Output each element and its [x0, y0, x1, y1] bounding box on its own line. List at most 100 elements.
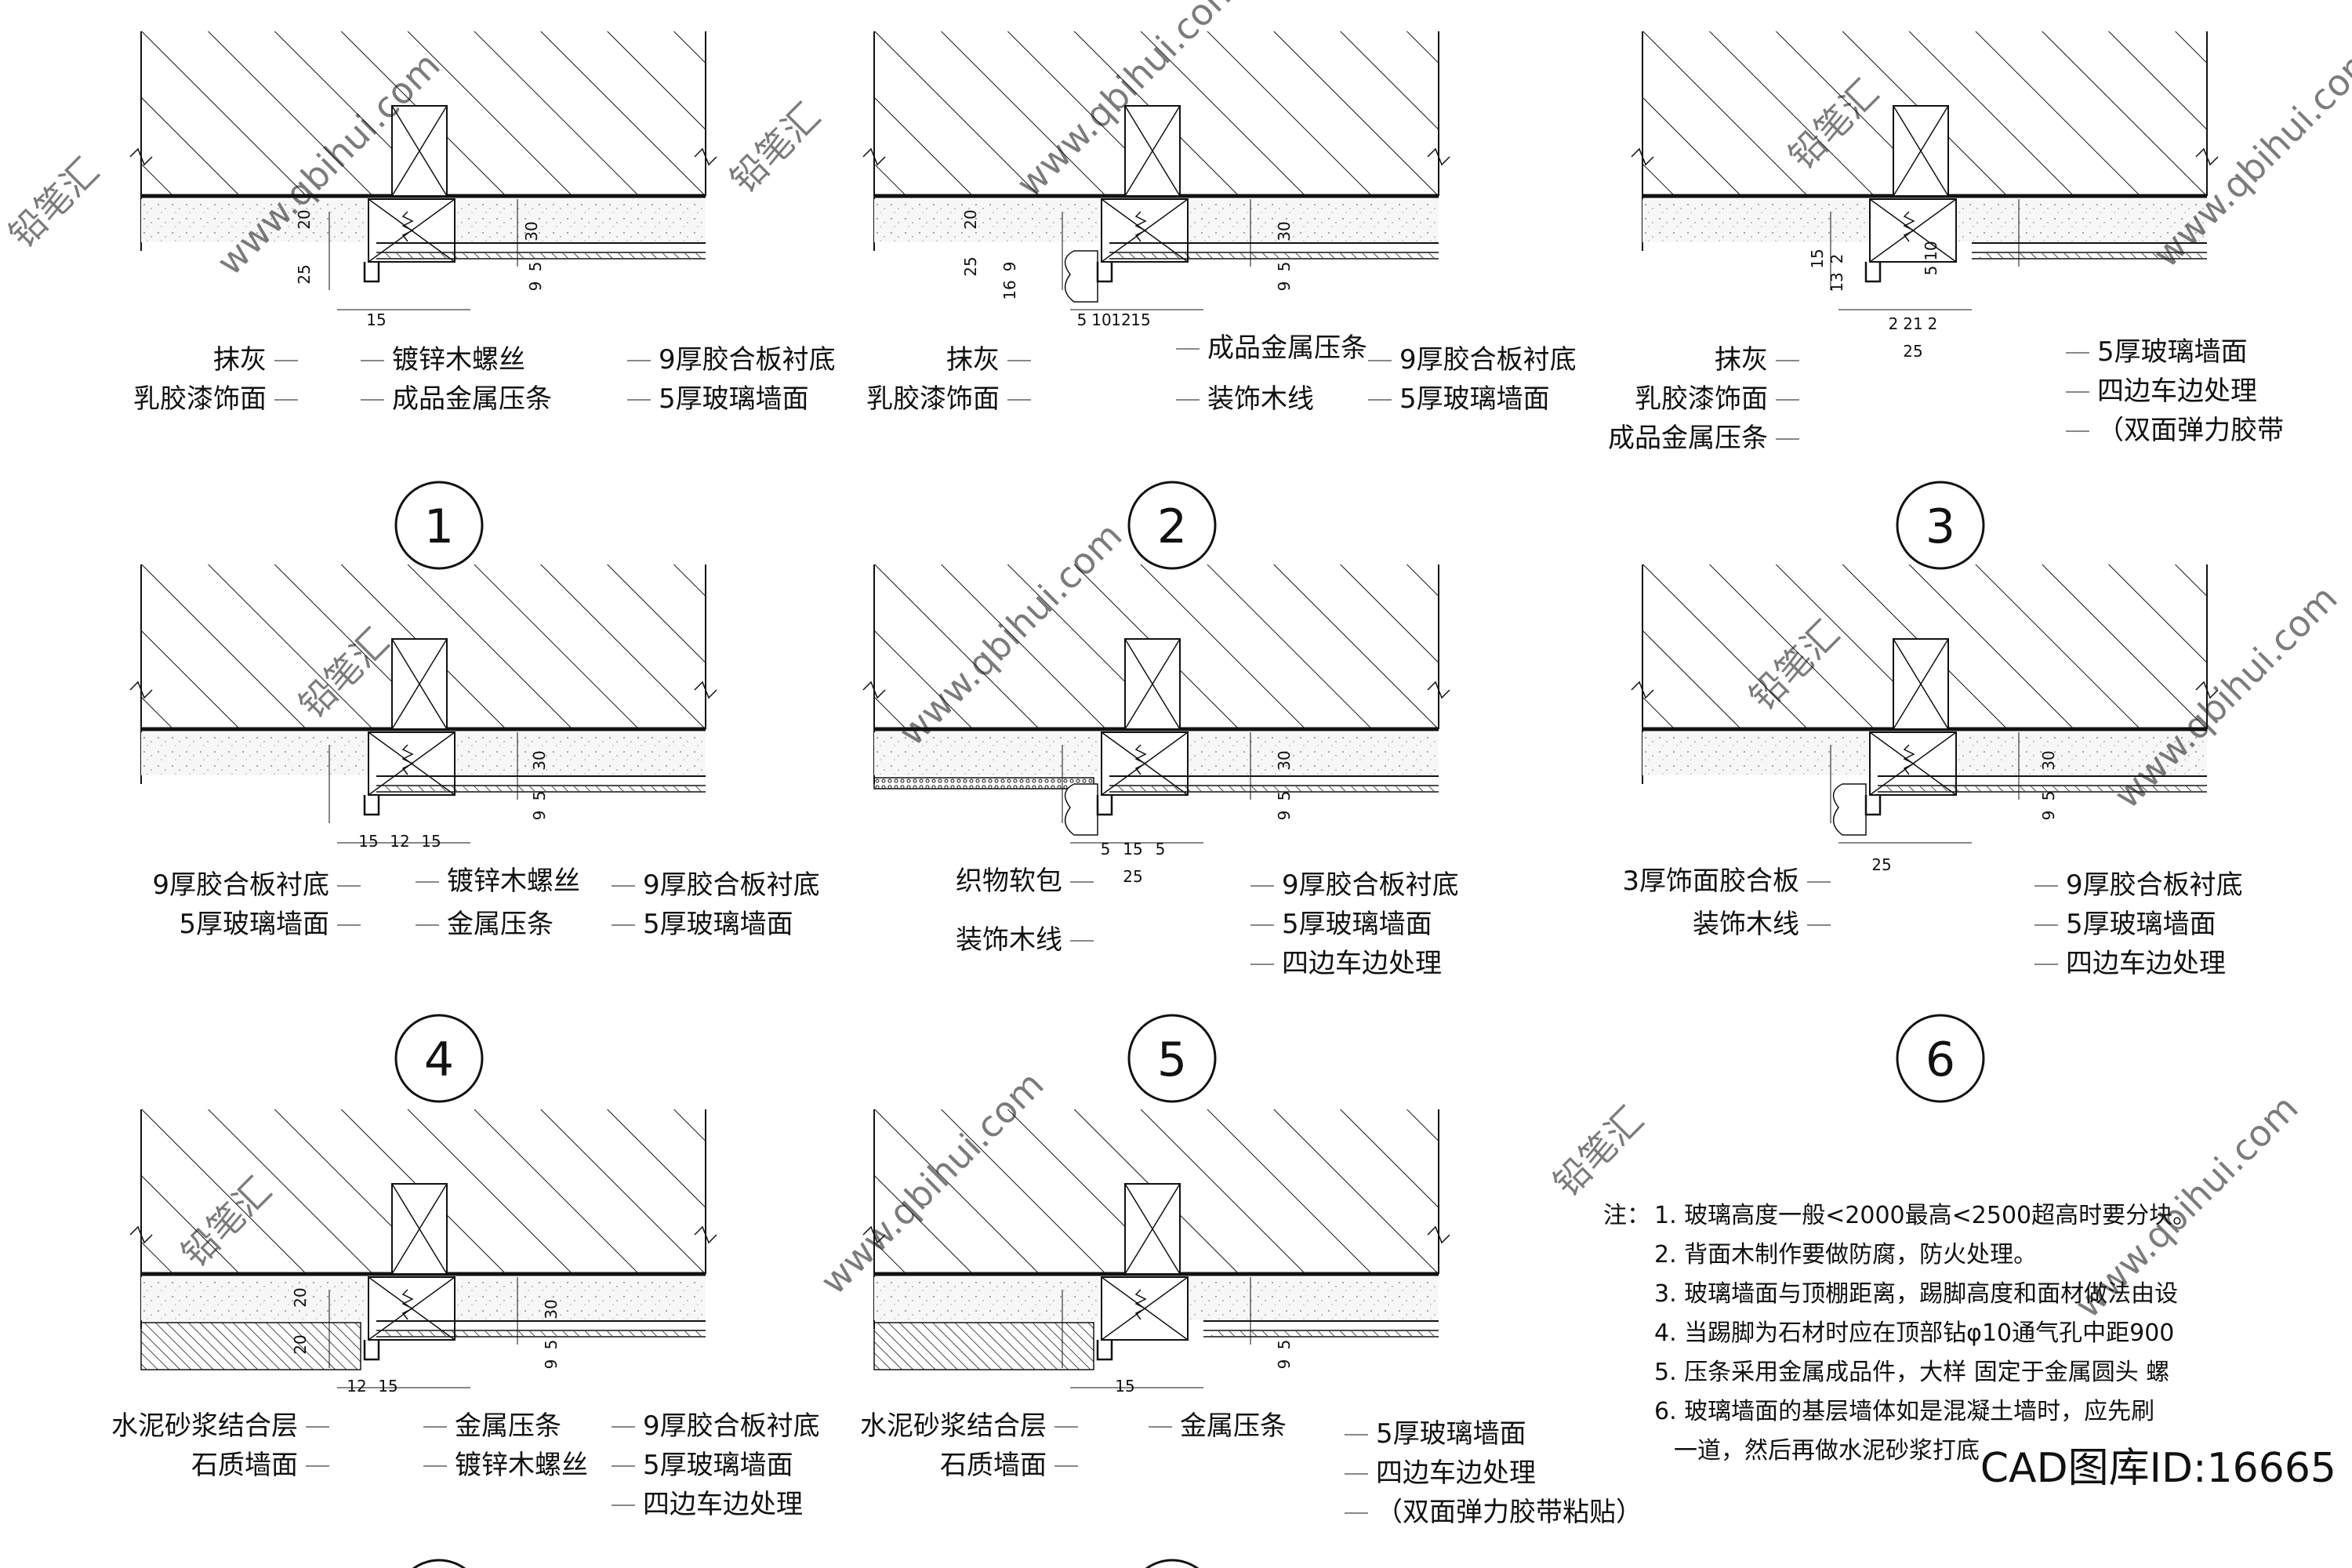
dimension-value: 12	[347, 1377, 366, 1396]
dimension-value: 30	[2039, 750, 2058, 770]
dimension-value: 30	[1275, 750, 1294, 770]
line	[391, 105, 448, 197]
note-item: 1. 玻璃高度一般<2000最高<2500超高时要分块。	[1654, 1202, 2196, 1229]
decorative-wood-trim	[1064, 783, 1098, 836]
dimension-value: 2	[1828, 254, 1846, 264]
callout-label: 9厚胶合板衬底	[659, 344, 836, 376]
screw-icon	[401, 1289, 414, 1320]
callout-label: 金属压条	[455, 1410, 561, 1442]
line	[391, 638, 448, 730]
dimension-value: 30	[530, 750, 549, 770]
screw-icon	[401, 744, 414, 775]
line	[1124, 638, 1181, 730]
dimension-value: 25	[295, 264, 314, 284]
detail-number: 2	[1157, 499, 1187, 554]
callout-label: 9厚胶合板衬底	[643, 869, 820, 901]
break-mark	[1631, 681, 1654, 699]
dimension-value: 9	[1000, 262, 1019, 272]
glass-layer	[384, 786, 706, 791]
dimension-value: 12	[1111, 310, 1131, 329]
callout-label: 9厚胶合板衬底	[1282, 869, 1459, 901]
break-mark	[2195, 147, 2219, 166]
callout-label: 镀锌木螺丝	[455, 1450, 588, 1481]
dimension-value: 15	[1123, 840, 1142, 858]
metal-strip	[1096, 795, 1113, 816]
dimension-value: 5	[542, 1340, 561, 1350]
callout-label: 四边车边处理	[1282, 948, 1442, 979]
break-mark	[862, 147, 886, 166]
callout-label: 5厚玻璃墙面	[2066, 909, 2216, 940]
dimension-value: 5	[1275, 262, 1294, 272]
detail-1: 2025305915抹灰乳胶漆饰面镀锌木螺丝成品金属压条9厚胶合板衬底5厚玻璃墙…	[129, 31, 836, 570]
break-mark	[1427, 681, 1450, 699]
dimension-value: 5	[2039, 791, 2058, 801]
callout-label: （双面弹力胶带	[2097, 415, 2284, 446]
callout-label: 装饰木线	[1207, 383, 1314, 415]
dimension-value: 5	[1101, 840, 1111, 858]
dimension-value: 30	[542, 1299, 561, 1319]
detail-number: 1	[424, 499, 454, 554]
dimension-value: 15	[1115, 1377, 1134, 1396]
dimension-value: 9	[1275, 281, 1294, 292]
metal-strip	[1096, 1340, 1113, 1361]
callout-label: 5厚玻璃墙面	[2097, 336, 2248, 368]
dimension-value: 5	[530, 791, 549, 801]
callout-label: 5厚玻璃墙面	[1399, 383, 1550, 415]
dimension-value: 9	[530, 811, 549, 821]
break-mark	[129, 1225, 153, 1244]
watermark-text: 铅笔汇	[722, 95, 829, 201]
callout-label: 抹灰	[1715, 344, 1768, 376]
screw-icon	[1903, 744, 1915, 775]
dimension-value: 15	[358, 832, 378, 851]
note-item: 4. 当踢脚为石材时应在顶部钻φ10通气孔中距900	[1654, 1319, 2174, 1347]
callout-label: 9厚胶合板衬底	[152, 869, 329, 901]
break-mark	[129, 147, 153, 166]
watermark-text: 铅笔汇	[1545, 1098, 1652, 1205]
callout-label: 9厚胶合板衬底	[2066, 869, 2243, 901]
screw-icon	[401, 211, 414, 242]
dimension-value: 25	[1903, 342, 1922, 361]
callout-label: 9厚胶合板衬底	[643, 1410, 820, 1442]
note-item: 5. 压条采用金属成品件，大样 固定于金属圆头 螺	[1654, 1359, 2169, 1386]
dimension-value: 15	[421, 832, 441, 851]
callout-label: 5厚玻璃墙面	[1376, 1418, 1526, 1450]
dimension-value: 25	[1871, 855, 1891, 874]
dimension-value: 5	[1077, 310, 1087, 329]
dimension-value: 15	[378, 1377, 397, 1396]
callout-label: 5厚玻璃墙面	[643, 909, 793, 940]
dimension-value: 30	[1275, 221, 1294, 241]
detail-number-circle	[1896, 1014, 1985, 1103]
glass-layer	[384, 1331, 706, 1336]
dimension-value: 5	[1922, 266, 1940, 276]
line	[1124, 1183, 1181, 1275]
dimension-value: 15	[366, 310, 386, 329]
break-mark	[862, 681, 886, 699]
callout-label: 5厚玻璃墙面	[1282, 909, 1432, 940]
dimension-value: 20	[291, 1334, 310, 1354]
callout-label: 乳胶漆饰面	[133, 383, 267, 415]
callout-label: 5厚玻璃墙面	[179, 909, 329, 940]
break-mark	[1631, 147, 1654, 166]
dimension-value: 12	[390, 832, 409, 851]
dimension-value: 5	[1275, 791, 1294, 801]
screw-icon	[1134, 211, 1147, 242]
cad-id-watermark: CAD图库ID:16665	[1980, 1445, 2336, 1492]
metal-strip	[1864, 795, 1882, 816]
glass-layer	[1117, 786, 1439, 791]
dimension-value: 20	[961, 209, 980, 229]
callout-label: （双面弹力胶带粘贴）	[1376, 1497, 1642, 1528]
callout-label: 抹灰	[946, 344, 1000, 376]
line	[1893, 105, 1949, 197]
dimension-value: 21	[1903, 314, 1922, 333]
dimension-value: 2	[1928, 314, 1938, 333]
line	[1893, 638, 1949, 730]
detail-number-circle	[394, 1014, 484, 1103]
callout-label: 抹灰	[213, 344, 267, 376]
callout-label: 成品金属压条	[1207, 332, 1367, 364]
glass-layer	[384, 253, 706, 258]
callout-label: 5厚玻璃墙面	[643, 1450, 793, 1481]
line	[391, 1183, 448, 1275]
callout-label: 乳胶漆饰面	[1635, 383, 1768, 415]
